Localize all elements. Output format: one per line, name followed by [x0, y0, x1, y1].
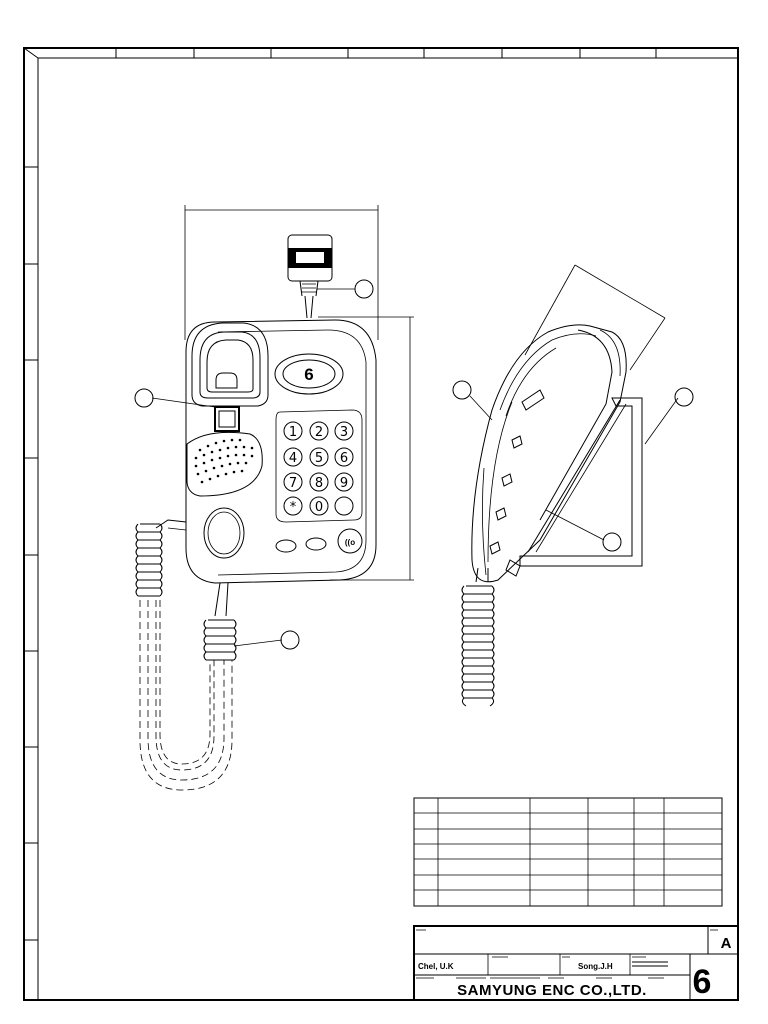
handset-cradle: [191, 322, 269, 407]
keypad-panel: [275, 409, 363, 523]
function-button-2[interactable]: [305, 537, 327, 551]
key-0[interactable]: 0: [309, 496, 329, 516]
svg-text:7: 7: [289, 476, 297, 491]
top-zone-ticks: [115, 48, 657, 58]
function-buttons: ((o: [275, 528, 363, 554]
drawn-by: Chel, U.K: [418, 962, 454, 971]
speaker-grille: [186, 431, 263, 497]
curly-cord-loop: [139, 600, 233, 791]
width-dimension: [184, 205, 379, 340]
svg-text:2: 2: [315, 425, 323, 440]
speaker-icon: ((o: [345, 538, 355, 547]
callout-balloon: [674, 387, 694, 407]
revision-letter: A: [721, 935, 732, 952]
keypad: 1 2 3 4 5 6 7 8 9 * 0: [283, 421, 354, 516]
phone-body: [185, 319, 377, 584]
speaker-button[interactable]: ((o: [337, 528, 363, 554]
function-button-1[interactable]: [275, 539, 297, 553]
logo-badge: 6: [274, 353, 344, 395]
key-8[interactable]: 8: [309, 472, 329, 492]
company-logo: 6: [693, 963, 712, 1001]
key-7[interactable]: 7: [283, 472, 303, 492]
key-9[interactable]: 9: [334, 472, 354, 492]
checked-by: Song.J.H: [578, 962, 613, 971]
svg-text:8: 8: [315, 476, 323, 491]
svg-text:9: 9: [340, 476, 348, 491]
angled-dimension: [524, 264, 666, 371]
svg-text:6: 6: [340, 451, 348, 466]
company-name: SAMYUNG ENC CO.,LTD.: [457, 982, 647, 999]
line-plug: [287, 234, 374, 319]
key-1[interactable]: 1: [283, 421, 303, 441]
title-block: A Chel, U.K Song.J.H SAMYUNG ENC CO.,LTD…: [413, 925, 739, 1001]
key-star[interactable]: *: [283, 496, 303, 516]
key-3[interactable]: 3: [334, 421, 354, 441]
front-view: 6 1 2 3 4 5 6 7 8 9 * 0: [134, 205, 414, 791]
left-zone-ticks: [24, 166, 38, 941]
svg-text:5: 5: [315, 451, 323, 466]
handset-cord-bottom: [203, 582, 300, 661]
key-4[interactable]: 4: [283, 447, 303, 467]
handset-cord-left: [135, 519, 187, 597]
callout-balloon: [280, 630, 300, 650]
callout-balloon: [134, 388, 154, 408]
callout-balloon: [452, 380, 472, 400]
callout-balloon: [602, 532, 622, 552]
callout-balloon: [354, 279, 374, 299]
key-blank[interactable]: [334, 496, 354, 516]
sheet-frame: [23, 47, 739, 1001]
key-5[interactable]: 5: [309, 447, 329, 467]
svg-text:0: 0: [315, 500, 323, 515]
side-curly-cord: [461, 567, 495, 707]
side-handset: [471, 324, 627, 583]
hook-switch: [134, 388, 240, 432]
side-ribs: [489, 389, 545, 555]
svg-text:1: 1: [289, 425, 297, 440]
svg-text:*: *: [290, 500, 297, 515]
key-2[interactable]: 2: [309, 421, 329, 441]
key-6[interactable]: 6: [334, 447, 354, 467]
microphone-oval: [203, 507, 245, 559]
logo-mark: 6: [304, 365, 313, 384]
parts-list-table: [413, 797, 723, 907]
side-view: [452, 264, 694, 707]
svg-text:3: 3: [340, 425, 348, 440]
svg-text:4: 4: [289, 451, 297, 466]
wall-bracket: [505, 397, 643, 577]
